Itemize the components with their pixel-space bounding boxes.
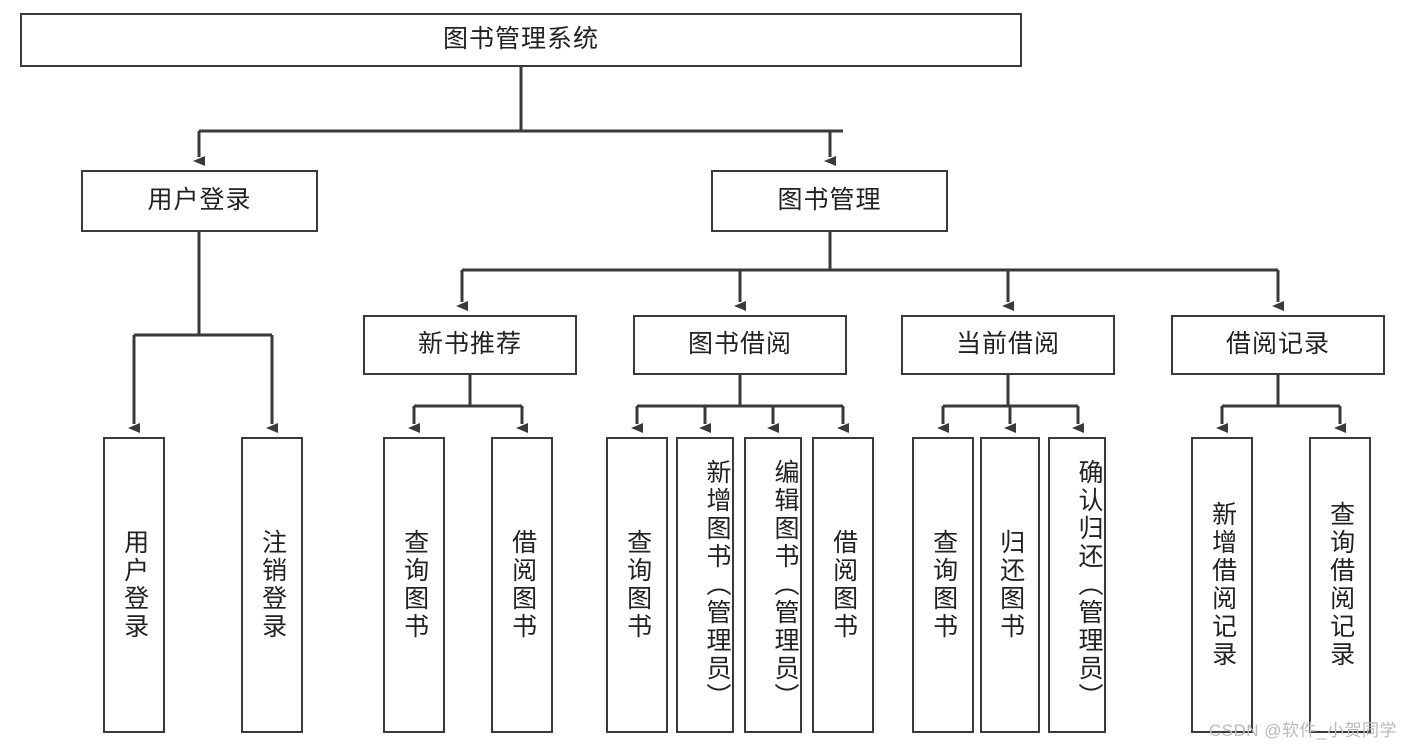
node-current-borrow[interactable]: 当前借阅 — [901, 315, 1115, 375]
node-root[interactable]: 图书管理系统 — [20, 13, 1022, 67]
node-borrow-record[interactable]: 借阅记录 — [1171, 315, 1385, 375]
leaf-confirm-return[interactable]: 确认归还（管理员） — [1048, 437, 1106, 733]
leaf-query-book-borrow[interactable]: 查询图书 — [606, 437, 668, 733]
leaf-add-book[interactable]: 新增图书（管理员） — [676, 437, 734, 733]
leaf-user-login[interactable]: 用户登录 — [103, 437, 165, 733]
leaf-query-book-recommend[interactable]: 查询图书 — [383, 437, 445, 733]
node-new-book-recommend[interactable]: 新书推荐 — [363, 315, 577, 375]
leaf-borrow-book[interactable]: 借阅图书 — [812, 437, 874, 733]
leaf-borrow-book-recommend[interactable]: 借阅图书 — [491, 437, 553, 733]
node-book-management[interactable]: 图书管理 — [711, 170, 948, 232]
leaf-return-book[interactable]: 归还图书 — [980, 437, 1040, 733]
watermark-text: CSDN @软件_小贺同学 — [1208, 721, 1397, 740]
node-book-borrow[interactable]: 图书借阅 — [633, 315, 847, 375]
leaf-query-book-current[interactable]: 查询图书 — [912, 437, 974, 733]
leaf-add-record[interactable]: 新增借阅记录 — [1191, 437, 1253, 733]
leaf-query-record[interactable]: 查询借阅记录 — [1309, 437, 1371, 733]
node-user-login[interactable]: 用户登录 — [81, 170, 318, 232]
leaf-user-logout[interactable]: 注销登录 — [241, 437, 303, 733]
leaf-edit-book[interactable]: 编辑图书（管理员） — [744, 437, 802, 733]
